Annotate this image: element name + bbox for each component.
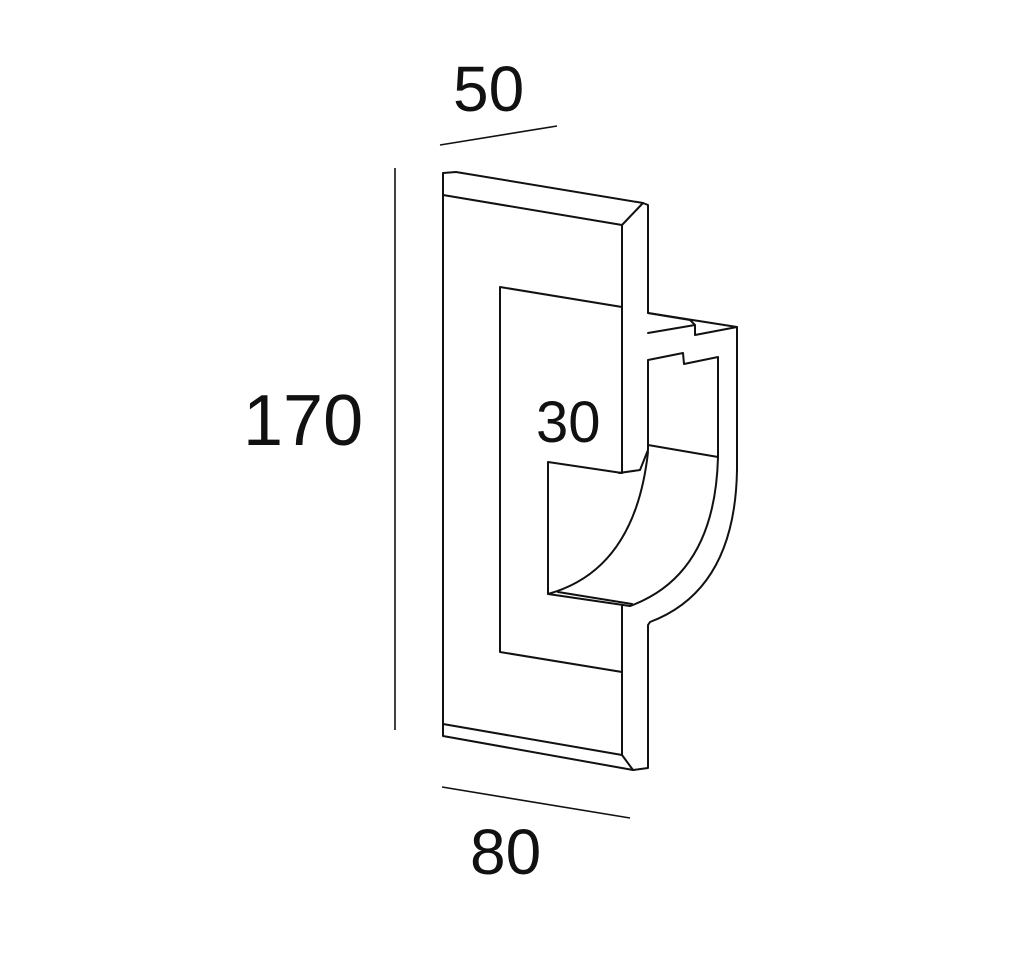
width-dimension-line <box>441 786 631 819</box>
depth-dimension-line <box>439 125 558 146</box>
depth-dimension-label: 50 <box>453 53 525 125</box>
inner-dimension-label: 30 <box>536 390 601 455</box>
wall-plate-outline <box>442 171 738 771</box>
width-dimension-label: 80 <box>470 816 542 888</box>
height-dimension-label: 170 <box>243 381 364 461</box>
